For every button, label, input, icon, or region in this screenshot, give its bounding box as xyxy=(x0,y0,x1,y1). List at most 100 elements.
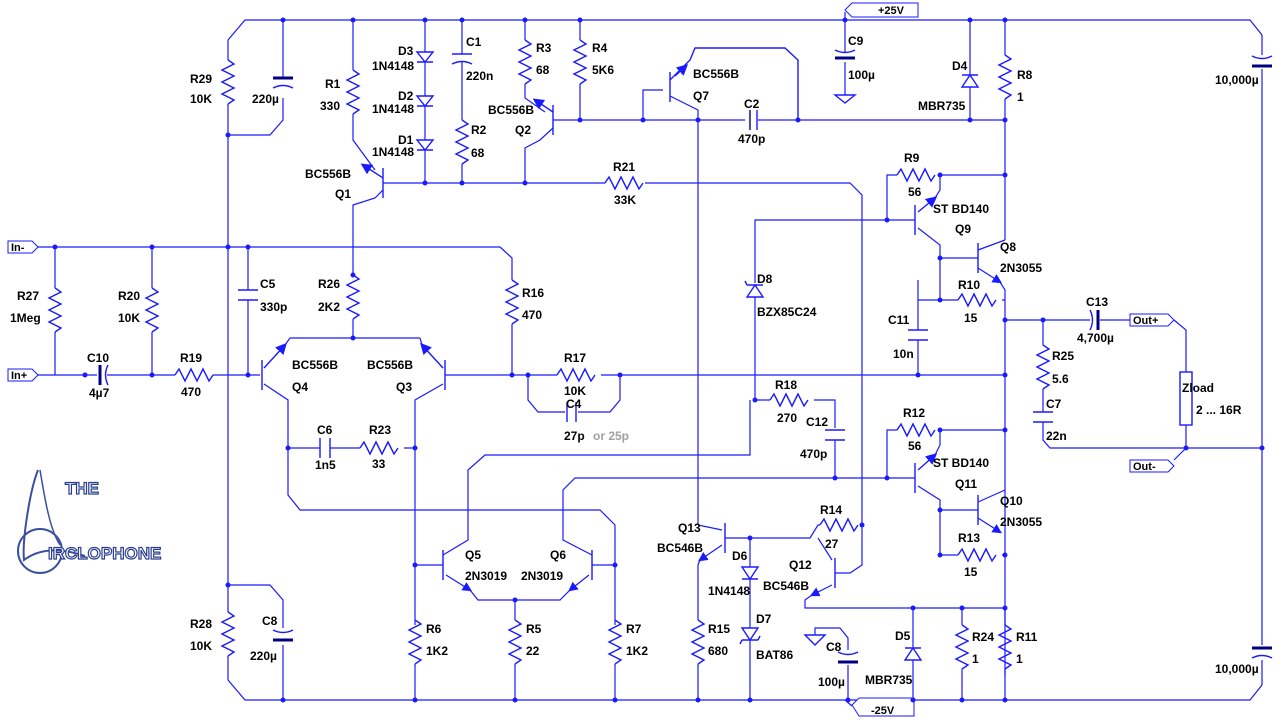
circlophone-logo: THE IRCLOPHONE xyxy=(17,469,162,574)
zload-value: 2 ... 16R xyxy=(1196,403,1242,417)
r10-name: R10 xyxy=(958,278,980,292)
positive-rail xyxy=(227,19,1263,41)
q3-name: Q3 xyxy=(396,380,412,394)
r23-value: 33 xyxy=(372,457,386,471)
q7-value: BC556B xyxy=(693,67,739,81)
d4-value: MBR735 xyxy=(918,99,966,113)
d5-name: D5 xyxy=(895,629,911,643)
c2-value: 470p xyxy=(738,132,765,146)
resistor-r11 xyxy=(997,624,1013,670)
c8a-value: 220µ xyxy=(250,649,277,663)
diode-d6 xyxy=(740,566,760,581)
r27-name: R27 xyxy=(17,289,39,303)
r10-value: 15 xyxy=(964,311,978,325)
q10-name: Q10 xyxy=(1000,494,1023,508)
r24-name: R24 xyxy=(972,630,994,644)
r21-value: 33K xyxy=(614,193,636,207)
r18-name: R18 xyxy=(775,378,797,392)
r24-value: 1 xyxy=(972,652,979,666)
resistor-r24 xyxy=(954,624,970,670)
r9-value: 56 xyxy=(908,185,922,199)
port-in-plus: In+ xyxy=(7,368,39,382)
r28-name: R28 xyxy=(190,617,212,631)
r29-value: 10K xyxy=(190,92,212,106)
resistor-r25 xyxy=(1035,344,1051,390)
r17-name: R17 xyxy=(564,351,586,365)
resistor-r21 xyxy=(604,175,644,191)
q8-name: Q8 xyxy=(1000,240,1016,254)
q4-name: Q4 xyxy=(292,380,308,394)
r4-value: 5K6 xyxy=(592,63,614,77)
r3-value: 68 xyxy=(536,63,550,77)
q6-value: 2N3019 xyxy=(521,569,563,583)
q7-name: Q7 xyxy=(693,89,709,103)
c1-name: C1 xyxy=(466,35,482,49)
q13-name: Q13 xyxy=(678,521,701,535)
c8a-name: C8 xyxy=(262,614,278,628)
resistor-r23 xyxy=(359,440,399,456)
resistor-r18 xyxy=(769,392,809,408)
r20-name: R20 xyxy=(118,289,140,303)
c10-name: C10 xyxy=(87,351,109,365)
r11-name: R11 xyxy=(1016,630,1038,644)
port-in-minus-label: In- xyxy=(11,242,25,254)
r14-value: 27 xyxy=(825,537,839,551)
r25-name: R25 xyxy=(1052,349,1074,363)
q9-value: ST BD140 xyxy=(933,202,989,216)
q2-name: Q2 xyxy=(515,123,531,137)
q3-value: BC556B xyxy=(367,358,413,372)
resistor-r8 xyxy=(997,54,1013,100)
c29-value: 220µ xyxy=(252,92,279,106)
r23-name: R23 xyxy=(369,423,391,437)
diode-d2 xyxy=(415,95,435,108)
c13-value: 4,700µ xyxy=(1077,331,1114,345)
d8-name: D8 xyxy=(757,272,773,286)
q12-value: BC546B xyxy=(763,579,809,593)
port-out-plus: Out+ xyxy=(1129,313,1175,327)
resistor-r7 xyxy=(607,619,623,665)
flag-neg-25v-label: -25V xyxy=(871,705,895,717)
diode-d4 xyxy=(960,73,980,88)
q11-name: Q11 xyxy=(955,477,977,491)
r20-value: 10K xyxy=(118,311,140,325)
c5-name: C5 xyxy=(260,277,276,291)
c2-name: C2 xyxy=(744,97,760,111)
resistor-r29 xyxy=(220,59,236,105)
c5-value: 330p xyxy=(260,300,287,314)
r2-name: R2 xyxy=(471,123,487,137)
c11-name: C11 xyxy=(888,313,910,327)
r3-name: R3 xyxy=(536,41,552,55)
port-in-plus-label: In+ xyxy=(11,370,27,382)
diode-d5 xyxy=(903,646,923,661)
d6-value: 1N4148 xyxy=(708,584,750,598)
r2-value: 68 xyxy=(471,146,485,160)
resistor-r1 xyxy=(345,69,361,115)
r6-value: 1K2 xyxy=(426,644,448,658)
resistor-r4 xyxy=(572,39,588,85)
resistor-r9 xyxy=(896,167,936,183)
d1-value: 1N4148 xyxy=(372,145,414,159)
q12-name: Q12 xyxy=(789,558,812,572)
c8b-value: 100µ xyxy=(818,675,845,689)
c1-value: 220n xyxy=(466,69,493,83)
q1-name: Q1 xyxy=(335,187,351,201)
q8-value: 2N3055 xyxy=(1000,261,1042,275)
r4-name: R4 xyxy=(592,41,608,55)
d3-value: 1N4148 xyxy=(372,59,414,73)
r13-name: R13 xyxy=(958,531,980,545)
resistor-r27 xyxy=(47,287,63,333)
resistor-r2 xyxy=(454,119,470,165)
negative-rail xyxy=(227,679,1263,701)
r1-value: 330 xyxy=(320,99,340,113)
c13-name: C13 xyxy=(1086,295,1108,309)
c4-alt: or 25p xyxy=(593,429,629,443)
c12-value: 470p xyxy=(800,447,827,461)
q11-value: ST BD140 xyxy=(933,456,989,470)
q2-value: BC556B xyxy=(488,103,534,117)
r16-value: 470 xyxy=(522,308,542,322)
c12-name: C12 xyxy=(806,415,828,429)
r12-value: 56 xyxy=(908,439,922,453)
resistor-r17 xyxy=(556,367,596,383)
d2-name: D2 xyxy=(398,89,414,103)
